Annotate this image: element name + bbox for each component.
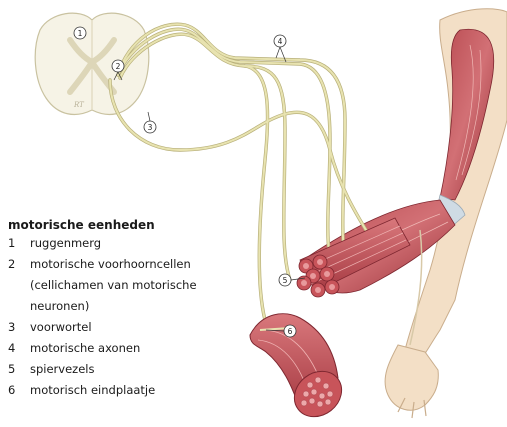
legend-label: motorische axonen [30,338,258,359]
legend-number: 4 [8,343,30,355]
artist-mark: RT [73,101,85,109]
svg-text:4: 4 [278,37,283,46]
svg-text:5: 5 [283,276,288,285]
spinal-cord: RT [35,13,149,114]
legend-label: ruggenmerg [30,233,258,254]
legend-label: (cellichamen van motorische [30,275,258,296]
svg-text:1: 1 [78,29,83,38]
legend-number: 1 [8,238,30,250]
legend-title: motorische eenheden [8,219,258,231]
callout-1: 1 [74,27,86,39]
svg-text:6: 6 [288,327,293,336]
legend-number: 5 [8,364,30,376]
legend-number: 6 [8,385,30,397]
legend-label: neuronen) [30,296,258,317]
legend-label: spiervezels [30,359,258,380]
legend-label: motorisch eindplaatje [30,380,258,401]
svg-text:2: 2 [116,62,121,71]
legend-label: voorwortel [30,317,258,338]
callout-3: 3 [144,112,156,133]
muscle-fiber-close-up [250,314,351,426]
svg-text:3: 3 [148,123,153,132]
legend-number: 2 [8,259,30,271]
legend-number: 3 [8,322,30,334]
legend-label: motorische voorhoorncellen [30,254,258,275]
